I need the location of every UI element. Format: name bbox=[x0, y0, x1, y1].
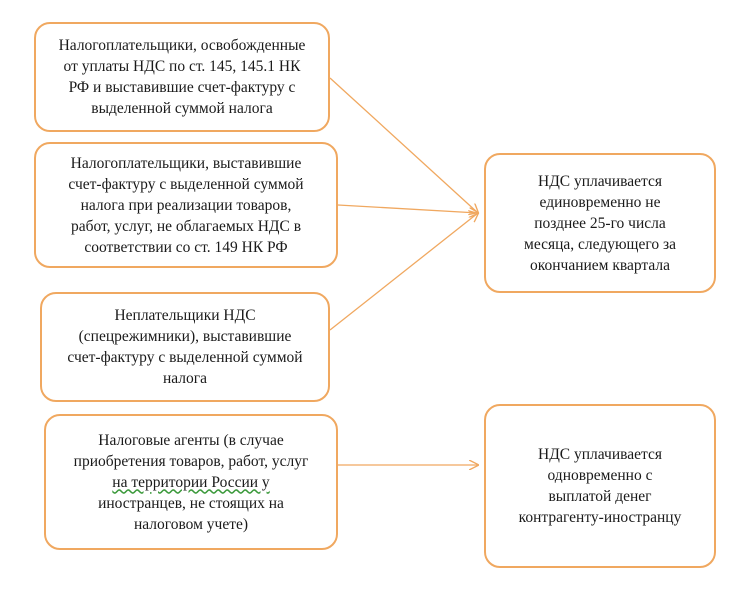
box-line: контрагенту-иностранцу bbox=[518, 509, 682, 526]
box-line: налога bbox=[162, 370, 208, 387]
box-line: на территории России у bbox=[112, 473, 270, 491]
box-line: Налоговые агенты (в случае bbox=[98, 431, 284, 449]
box-line: приобретения товаров, работ, услуг bbox=[73, 452, 309, 470]
right-box-2: НДС уплачивается одновременно с выплатой… bbox=[484, 404, 716, 568]
box-line: счет-фактуру с выделенной суммой bbox=[68, 175, 304, 193]
box-line: работ, услуг, не облагаемых НДС в bbox=[70, 217, 302, 235]
arrow-1 bbox=[329, 77, 478, 213]
box-line: единовременно не bbox=[539, 193, 661, 211]
box-line: одновременно с bbox=[547, 467, 653, 484]
box-line: налога при реализации товаров, bbox=[80, 196, 292, 214]
box-line: выплатой денег bbox=[548, 488, 652, 505]
arrow-3 bbox=[329, 213, 478, 331]
box-line: от уплаты НДС по ст. 145, 145.1 НК bbox=[63, 58, 301, 75]
box-line: окончанием квартала bbox=[529, 256, 671, 274]
left-box-4: Налоговые агенты (в случае приобретения … bbox=[44, 414, 338, 550]
box-line: (спецрежимники), выставившие bbox=[78, 328, 292, 345]
left-box-2: Налогоплательщики, выставившие счет-факт… bbox=[34, 142, 338, 268]
right-box-1: НДС уплачивается единовременно не поздне… bbox=[484, 153, 716, 293]
box-line: месяца, следующего за bbox=[524, 235, 676, 253]
box-line: позднее 25-го числа bbox=[534, 214, 666, 232]
left-box-3: Неплательщики НДС (спецрежимники), выста… bbox=[40, 292, 330, 402]
box-line: НДС уплачивается bbox=[538, 172, 662, 190]
arrow-2 bbox=[337, 204, 478, 213]
box-line: соответствии со ст. 149 НК РФ bbox=[84, 238, 288, 256]
box-line: налоговом учете) bbox=[133, 515, 249, 533]
box-line: РФ и выставившие счет-фактуру с bbox=[68, 79, 296, 96]
box-line: счет-фактуру с выделенной суммой bbox=[67, 349, 303, 366]
box-line: НДС уплачивается bbox=[538, 446, 662, 463]
left-box-1: Налогоплательщики, освобожденные от упла… bbox=[34, 22, 330, 132]
box-line: Налогоплательщики, освобожденные bbox=[58, 37, 306, 54]
box-line: Налогоплательщики, выставившие bbox=[70, 154, 302, 172]
box-line: иностранцев, не стоящих на bbox=[98, 494, 284, 512]
box-line: Неплательщики НДС bbox=[114, 307, 256, 324]
box-line: выделенной суммой налога bbox=[91, 100, 273, 117]
